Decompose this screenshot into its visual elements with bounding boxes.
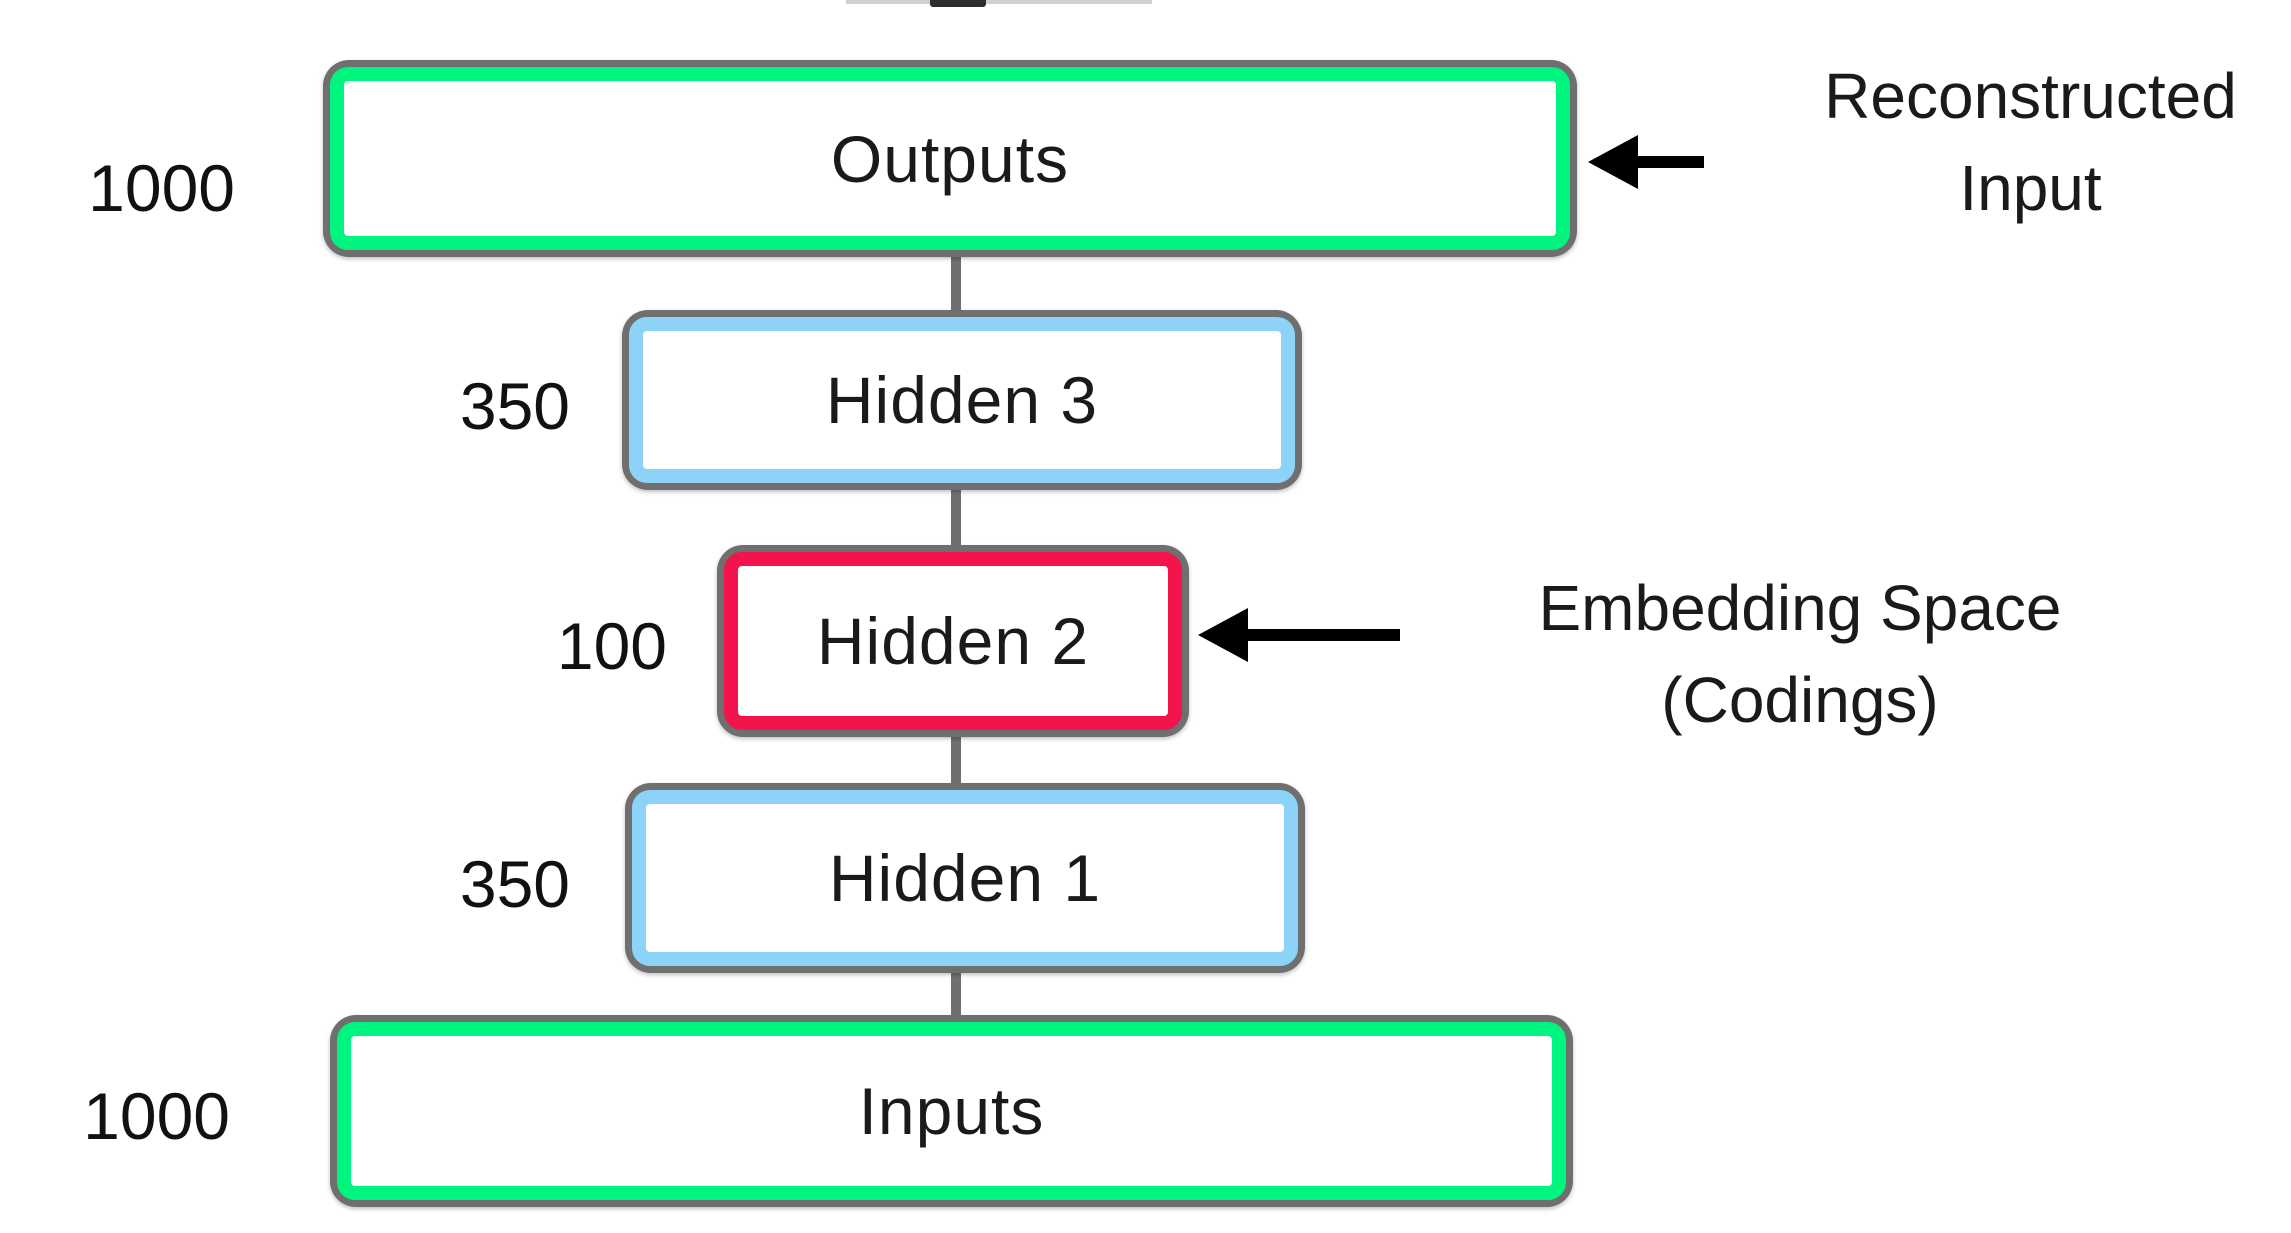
layer-box-hidden3: Hidden 3 <box>622 310 1302 490</box>
top-edge-artifact <box>846 0 1152 4</box>
annotation-line: Reconstructed <box>1824 60 2237 132</box>
top-edge-tick <box>930 0 986 7</box>
arrow-shaft <box>1632 156 1704 168</box>
connector-hidden1-inputs <box>951 962 961 1024</box>
connector-hidden3-hidden2 <box>951 482 961 554</box>
arrow-head <box>1588 135 1638 189</box>
annotation-line: (Codings) <box>1661 664 1939 736</box>
annotation-reconstructed-input: Reconstructed Input <box>1770 50 2291 234</box>
layer-box-hidden1: Hidden 1 <box>625 783 1305 973</box>
connector-outputs-hidden3 <box>951 248 961 322</box>
embedding-space-arrow-left-icon <box>1198 608 1408 662</box>
layer-label-hidden1: Hidden 1 <box>828 841 1102 915</box>
layer-box-inputs-fill: Inputs <box>337 1022 1566 1200</box>
layer-box-outputs: Outputs <box>323 60 1577 257</box>
layer-box-outputs-fill: Outputs <box>330 67 1570 250</box>
layer-box-inputs: Inputs <box>330 1015 1573 1207</box>
arrow-head <box>1198 608 1248 662</box>
size-label-hidden3: 350 <box>459 369 570 443</box>
annotation-line: Embedding Space <box>1538 572 2062 644</box>
annotation-embedding-space: Embedding Space (Codings) <box>1460 562 2140 746</box>
annotation-line: Input <box>1959 152 2102 224</box>
layer-box-hidden2-fill: Hidden 2 <box>724 552 1182 730</box>
layer-box-hidden1-fill: Hidden 1 <box>632 790 1298 966</box>
layer-box-hidden3-fill: Hidden 3 <box>629 317 1295 483</box>
layer-label-hidden3: Hidden 3 <box>825 363 1099 437</box>
layer-label-hidden2: Hidden 2 <box>816 604 1090 678</box>
reconstructed-input-arrow-left-icon <box>1588 135 1708 189</box>
size-label-outputs: 1000 <box>88 151 235 225</box>
layer-box-hidden2: Hidden 2 <box>717 545 1189 737</box>
arrow-shaft <box>1242 629 1400 641</box>
size-label-inputs: 1000 <box>83 1079 230 1153</box>
layer-label-inputs: Inputs <box>858 1074 1045 1148</box>
connector-hidden2-hidden1 <box>951 728 961 792</box>
layer-label-outputs: Outputs <box>830 121 1070 196</box>
size-label-hidden2: 100 <box>556 609 667 683</box>
size-label-hidden1: 350 <box>459 847 570 921</box>
